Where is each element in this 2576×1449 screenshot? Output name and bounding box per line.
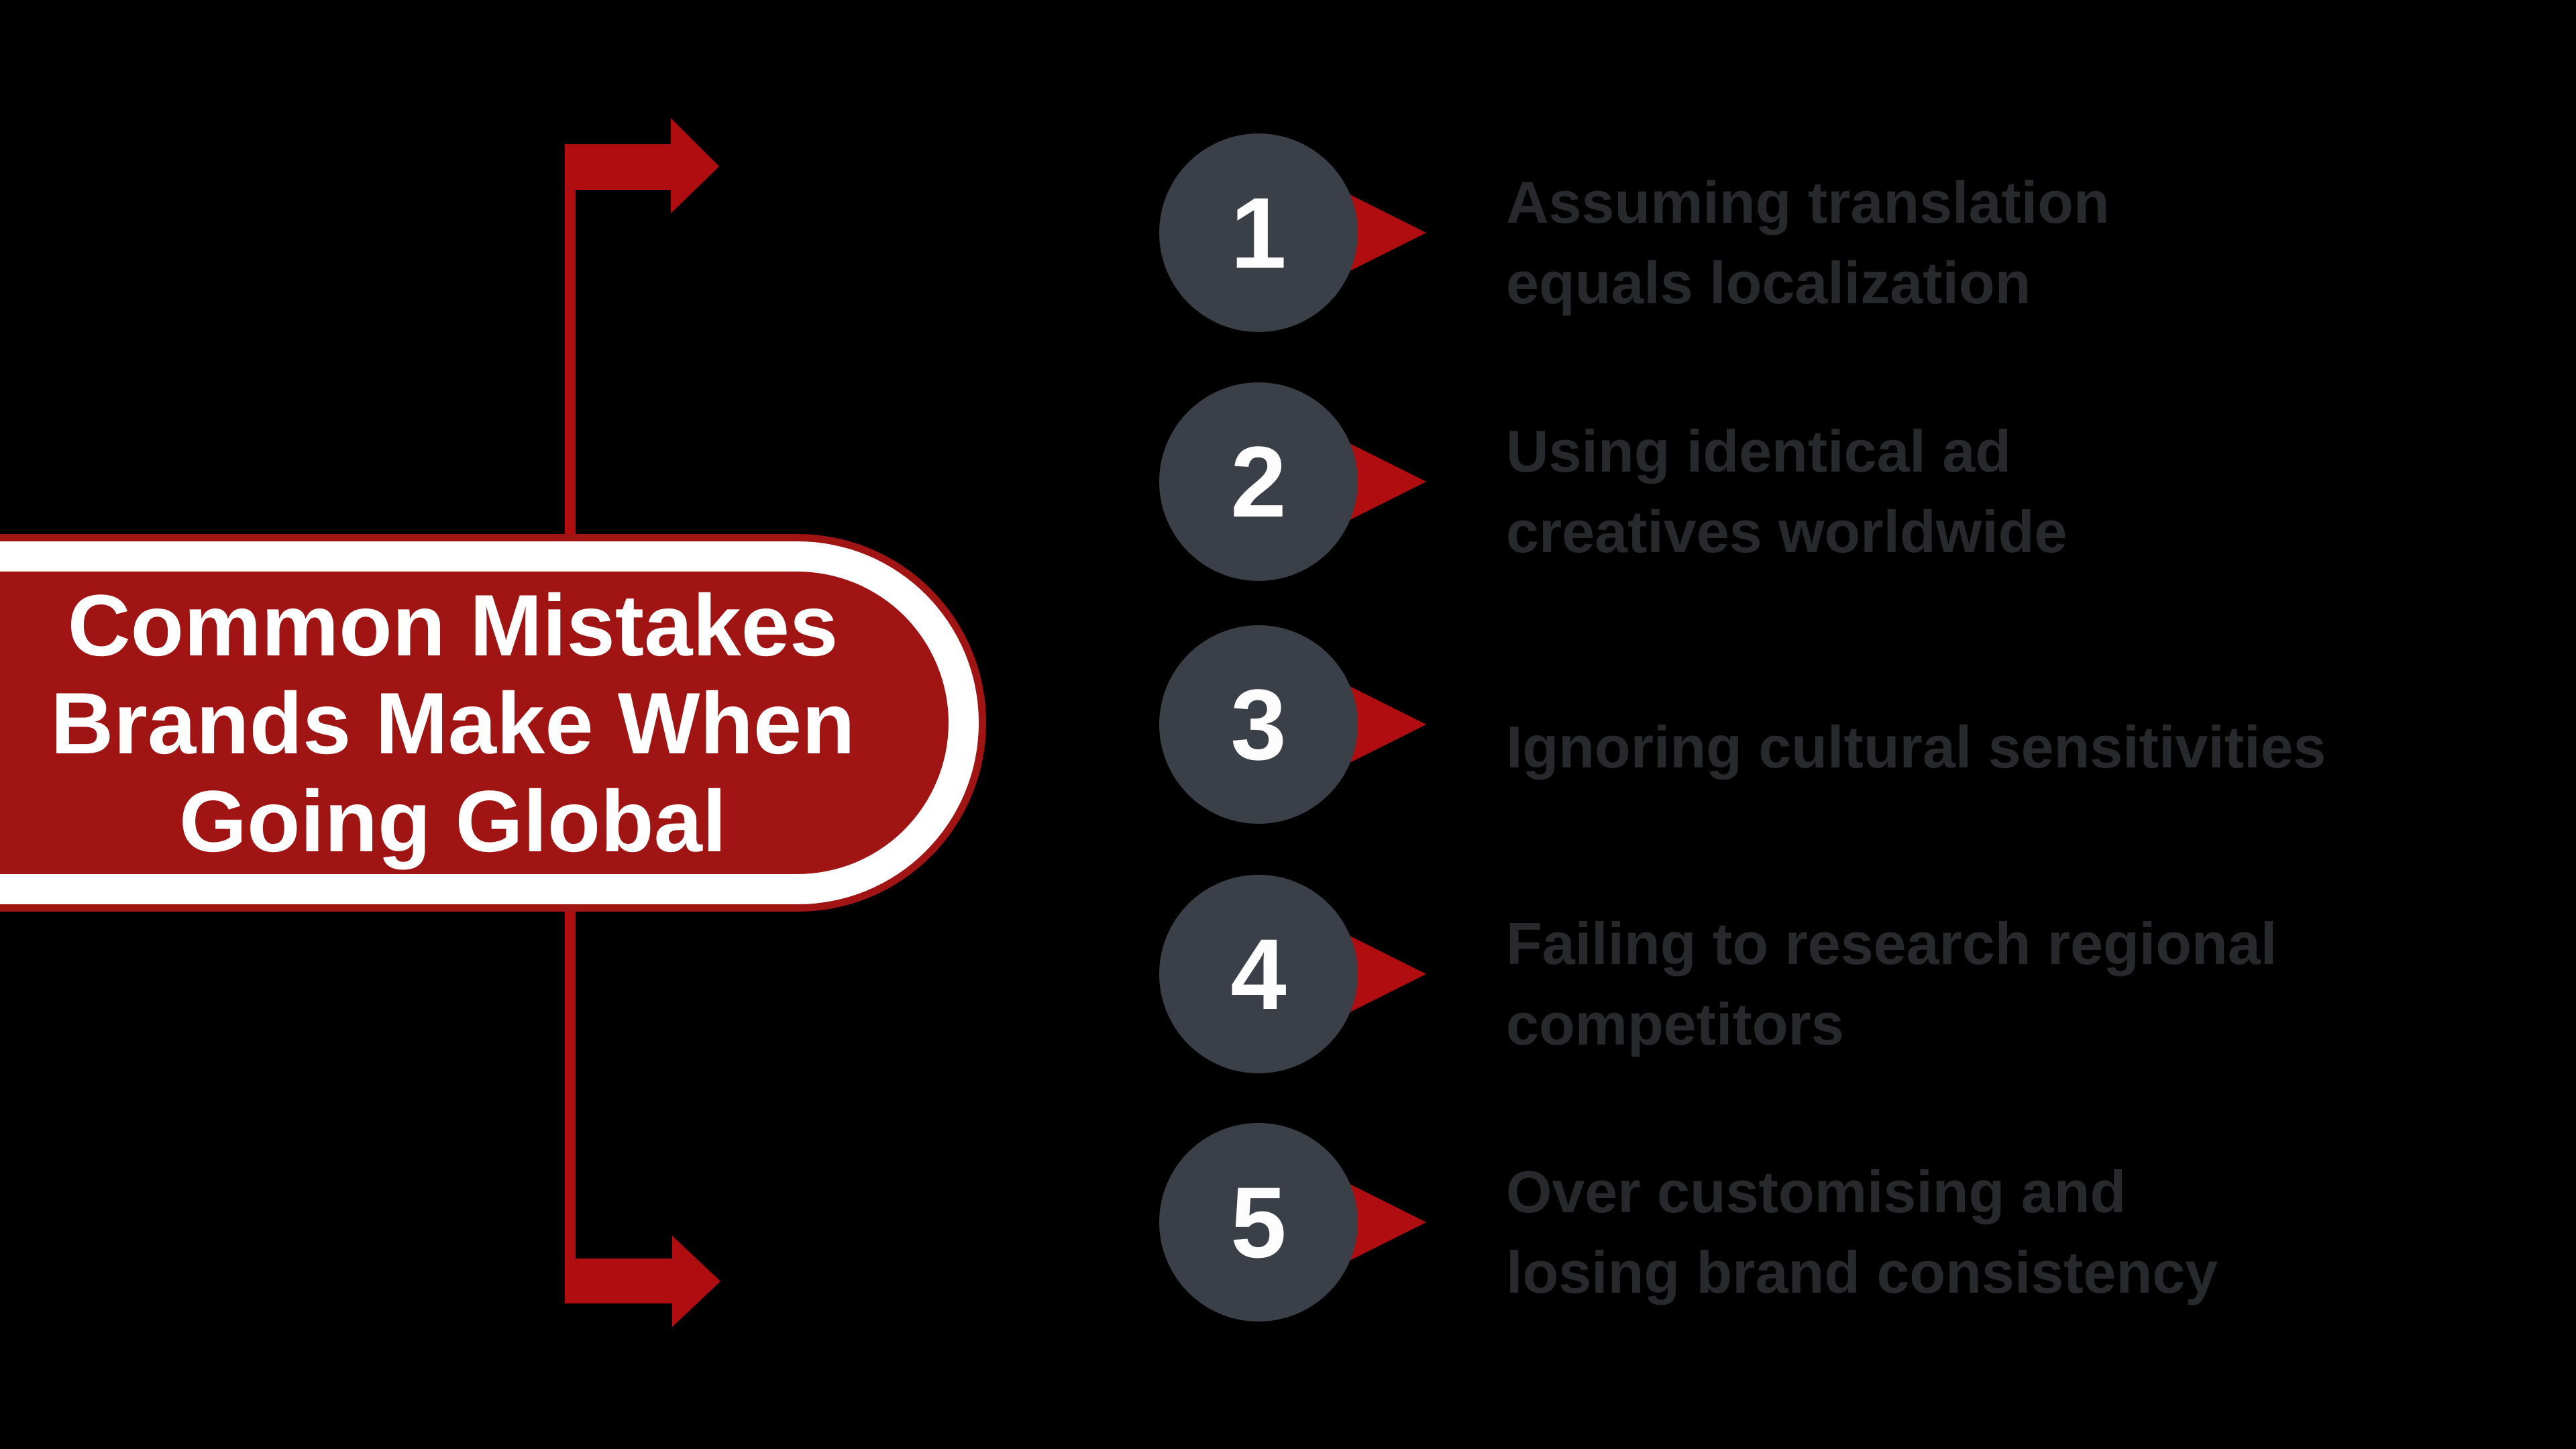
- right-triangle-icon: [1346, 684, 1426, 765]
- step-number-badge: 4: [1159, 875, 1358, 1073]
- step-label-line: creatives worldwide: [1506, 498, 2068, 565]
- step-label-line: equals localization: [1506, 250, 2031, 316]
- step-number: 3: [1230, 667, 1287, 781]
- step-number-badge: 2: [1159, 382, 1358, 581]
- step-label-line: losing brand consistency: [1506, 1239, 2218, 1305]
- list-item-4: 4 Failing to research regional competito…: [1159, 875, 2367, 1073]
- step-label: Failing to research regional competitors: [1506, 904, 2277, 1065]
- step-label: Using identical ad creatives worldwide: [1506, 411, 2067, 572]
- right-triangle-icon: [1346, 1182, 1426, 1263]
- right-triangle-icon: [1346, 934, 1426, 1014]
- right-triangle-icon: [1346, 441, 1426, 522]
- step-number-badge: 3: [1159, 625, 1358, 824]
- step-label-line: Using identical ad: [1506, 418, 2012, 484]
- step-label-line: Assuming translation: [1506, 169, 2110, 235]
- step-label: Assuming translation equals localization: [1506, 162, 2110, 323]
- title-banner-white-ring: [0, 541, 979, 904]
- bracket-bottom-bar: [565, 1258, 672, 1303]
- step-number: 1: [1230, 176, 1287, 289]
- title-banner-inner: [0, 572, 949, 874]
- step-label-line: Failing to research regional: [1506, 910, 2277, 977]
- right-triangle-icon: [1346, 193, 1426, 273]
- bracket-top-bar: [565, 144, 672, 190]
- step-number-badge: 1: [1159, 133, 1358, 332]
- list-item-1: 1 Assuming translation equals localizati…: [1159, 133, 2367, 332]
- step-label: Over customising and losing brand consis…: [1506, 1152, 2218, 1313]
- list-item-2: 2 Using identical ad creatives worldwide: [1159, 382, 2367, 581]
- step-number: 2: [1230, 425, 1287, 538]
- page-title: Common Mistakes Brands Make When Going G…: [0, 576, 906, 870]
- page-title-line: Brands Make When: [50, 674, 855, 772]
- list-item-3: 3 Ignoring cultural sensitivities: [1159, 625, 2367, 824]
- step-label-line: competitors: [1506, 991, 1844, 1057]
- list-item-5: 5 Over customising and losing brand cons…: [1159, 1123, 2367, 1322]
- step-number-badge: 5: [1159, 1123, 1358, 1322]
- step-number: 4: [1230, 917, 1287, 1030]
- bottom-arrowhead-icon: [672, 1236, 720, 1327]
- top-arrowhead-icon: [671, 118, 719, 213]
- step-label-line: Ignoring cultural sensitivities: [1506, 714, 2326, 780]
- title-banner: Common Mistakes Brands Make When Going G…: [0, 534, 986, 912]
- page-title-line: Going Global: [178, 771, 727, 870]
- step-number: 5: [1230, 1165, 1287, 1279]
- step-label-line: Over customising and: [1506, 1159, 2127, 1225]
- step-label: Ignoring cultural sensitivities: [1506, 707, 2326, 788]
- page-title-line: Common Mistakes: [67, 576, 839, 674]
